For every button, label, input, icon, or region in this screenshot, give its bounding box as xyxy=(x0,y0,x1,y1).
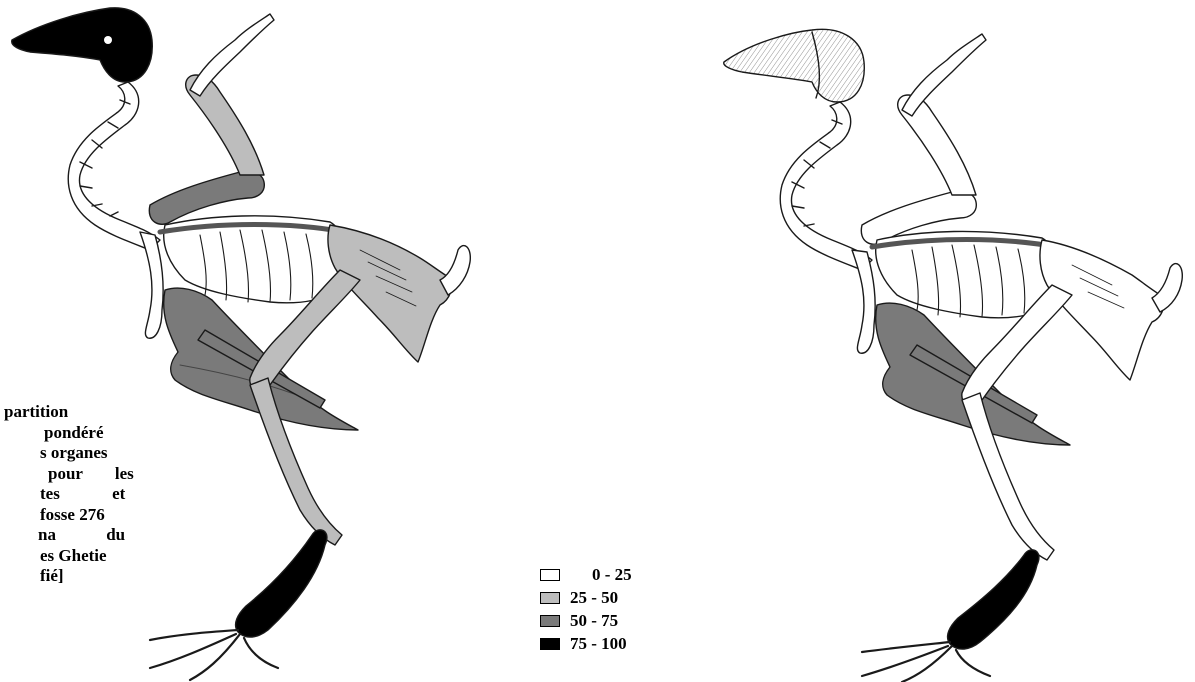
caption-line: fosse 276 xyxy=(0,505,134,526)
legend-swatch xyxy=(540,592,560,604)
figure-caption: partition pondéré s organes pour les tes… xyxy=(0,402,134,587)
wing-hand-right xyxy=(902,34,986,116)
caption-line: partition xyxy=(0,402,134,423)
wing-hand-left xyxy=(190,14,274,96)
legend-label: 0 - 25 xyxy=(592,565,632,585)
neck-left xyxy=(68,82,160,250)
tarsometatarsus-right xyxy=(948,550,1039,649)
legend-swatch xyxy=(540,615,560,627)
caption-line: pondéré xyxy=(0,423,134,444)
caption-line: pour les xyxy=(0,464,134,485)
caption-line: na du xyxy=(0,525,134,546)
neck-right xyxy=(780,102,872,270)
skull-right xyxy=(724,29,865,102)
tail-left xyxy=(440,246,470,295)
caption-line: tes et xyxy=(0,484,134,505)
toes-left xyxy=(150,630,278,680)
legend-swatch xyxy=(540,638,560,650)
caption-line: fié] xyxy=(0,566,134,587)
legend-swatch xyxy=(540,569,560,581)
skull-left xyxy=(12,8,153,82)
legend-label: 50 - 75 xyxy=(570,611,618,631)
tail-right xyxy=(1152,264,1182,312)
bird-skeleton-outline xyxy=(724,29,1183,682)
caption-line: es Ghetie xyxy=(0,546,134,567)
tarsometatarsus-left xyxy=(236,530,327,637)
legend-label: 75 - 100 xyxy=(570,634,627,654)
caption-line: s organes xyxy=(0,443,134,464)
legend-label: 25 - 50 xyxy=(570,588,618,608)
